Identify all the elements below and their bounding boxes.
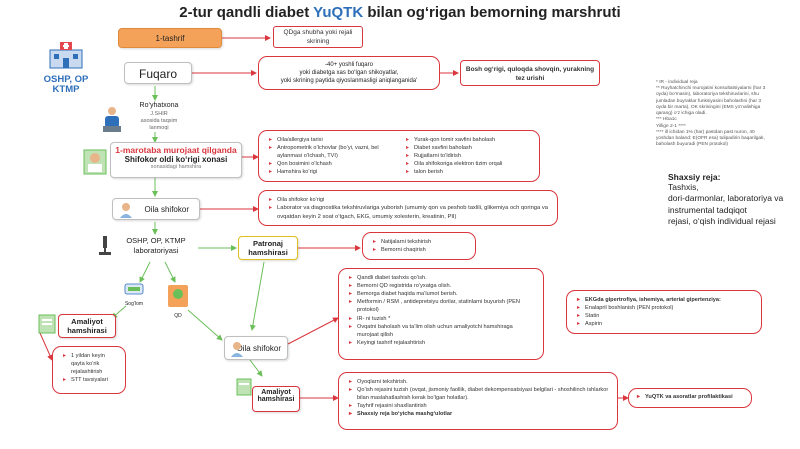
diagnosis-tasks: Qandli diabet tashxis qo‘ish.Bemorni QD … [338,268,544,360]
list1-left-item: Antropometrik o‘lchovlar (bo‘yi, vazni, … [269,144,394,160]
list6-item: Aspirin [577,320,753,329]
list1-left-item: Oila/allergiya tarixi [269,136,394,145]
list6-item: Enalapril boshlanish (PEN protokol) [577,304,753,313]
patronage-nurse: Patronaj hamshirasi [238,236,298,260]
list3-item: Bemorni chaqirish [373,246,467,255]
list3-item: Natijalarni tekshirish [373,238,467,247]
list5-item: Ovqatni baholash va ta‘lim olish uchun a… [349,323,535,339]
practice-nurse-1: Amaliyot hamshirasi [58,314,116,338]
page-title: 2-tur qandli diabet YuQTK bilan og‘rigan… [179,4,621,21]
practice-nurse-2-tasks: Oyoqlarni tekshirish.Qo‘ish rejasini tuz… [338,372,618,430]
doctor-2-icon [230,341,244,367]
ecg-findings-box: EKGda gipertrofiya, ishemiya, arterial g… [566,290,762,334]
list6-item: Statin [577,312,753,321]
list5-item: IR- ni tuzish * [349,315,535,324]
microscope-icon [98,236,112,256]
first-visit-box: 1-tashrif [118,28,222,48]
list1-left-item: Hamshira ko‘rigi [269,168,394,177]
list6-item: EKGda gipertrofiya, ishemiya, arterial g… [577,296,753,305]
nurse-icon [82,146,108,176]
list4-item: 1 yildan keyin qayta ko‘rik rejalashtiri… [63,352,117,376]
doctor-exam-tasks: Oila shifokor ko‘rigiLaborator va diagno… [258,190,558,226]
citizen-box: Fuqaro [124,62,192,84]
patronage-tasks: Natijalarni tekshirishBemorni chaqirish [362,232,476,260]
list1-right-item: Rujjatlarni to‘ldirish [406,152,531,161]
personal-plan-item: Tashxis, [668,182,699,192]
list1-right-item: Oila shifokoriga elektron tizim orqali [406,160,531,169]
qd-label: QD [174,313,182,319]
list1-right-item: Diabet xavfini baholash [406,144,531,153]
list7-item: Qo‘ish rejasini tuzish (ovqat, jismoniy … [349,386,609,402]
practice-nurse-1-tasks: 1 yildan keyin qayta ko‘rik rejalashtiri… [52,346,126,394]
first-visit-tasks: Oila/allergiya tarixiAntropometrik o‘lch… [258,130,540,182]
symptoms-box: Bosh og‘rigi, quloqda shovqin, yurakning… [460,60,600,86]
qd-icon: QD [166,284,190,319]
screening-suspicion-box: QDga shubha yoki rejali skrining [273,26,363,48]
list7-item: Tayhrif rejasini shaxllantirish [349,402,609,411]
doctor2-label: Oila shifokor [236,344,281,353]
first-visit-room-sub: xonasidagi hamshira [150,164,202,170]
logo-text-line2: KTMP [52,84,80,96]
list5-item: Keyingi tashrif rejalashtirish [349,339,535,348]
list2-item: Laborator va diagnostika tekshiruvlariga… [269,204,549,221]
list5-item: Metformin / RSM , antidepretsiyu dorilar… [349,298,535,314]
side-footnote: * IR - individual reja ** Ruyhatchinchi … [656,80,766,148]
reception-sub: J.SHIR asosida taqsim lanmoqi [140,111,178,132]
list1-left-item: Qon bosimini o‘lchash [269,160,394,169]
list2-item: Oila shifokor ko‘rigi [269,196,549,205]
personal-plan-item: dori-darmonlar, laboratoriya va instrume… [668,193,784,215]
citizen-criteria-box: -40+ yoshli fuqaro yoki diabetga xas bo‘… [258,56,440,90]
clinic-logo: OSHP, OP KTMP [34,40,98,100]
nurse-tablet-icon [38,314,56,334]
personal-plan-item: rejasi, o‘qish individual rejasi [668,216,776,227]
first-visit-room: 1-marotaba murojaat qilganda Shifokor ol… [110,142,242,178]
first-visit-room-title: Shifokor oldi ko‘rigi xonasi [124,155,228,164]
nurse-tablet-2-icon [236,378,252,396]
personal-plan-title: Shaxsiy reja: [668,172,721,182]
list4-item: STT tavsiyalari [63,376,117,385]
lab-label: OSHP, OP, KTMP laboratoriyasi [126,236,186,255]
list1-right-item: talon berish [406,168,531,177]
reception-label: Ro‘yhatxona [139,102,179,109]
doctor-icon [119,202,133,227]
doctor1-label: Oila shifokor [144,205,189,214]
healthy-label: Sog‘lom [124,301,144,307]
healthy-icon: Sog‘lom [120,282,148,307]
family-doctor-2: Oila shifokor [224,336,288,360]
clinic-building-icon [49,42,83,69]
list5-item: Bemorni QD registrida ro‘yxatga olish. [349,282,535,291]
first-visit-title: 1-marotaba murojaat qilganda [115,145,237,155]
family-doctor-1: Oila shifokor [112,198,200,220]
list5-item: Bemorga diabet haqida ma‘lumot berish. [349,290,535,299]
personal-plan: Shaxsiy reja: Tashxis,dori-darmonlar, la… [668,172,788,228]
reception-icon [103,106,121,132]
yuqtk-prevention-box: YuQTK va asoratlar profilaktikasi [628,388,752,408]
list1-right-item: Yurak-qon tomir xavfini baholash [406,136,531,145]
list5-item: Qandli diabet tashxis qo‘ish. [349,274,535,283]
logo-text-line1: OSHP, OP [43,74,89,85]
practice-nurse-2: Amaliyot hamshirasi [252,386,300,412]
list7-item: Oyoqlarni tekshirish. [349,378,609,387]
list7-item: Shaxsiy reja bo‘yicha mashg‘ulotlar [349,410,609,419]
